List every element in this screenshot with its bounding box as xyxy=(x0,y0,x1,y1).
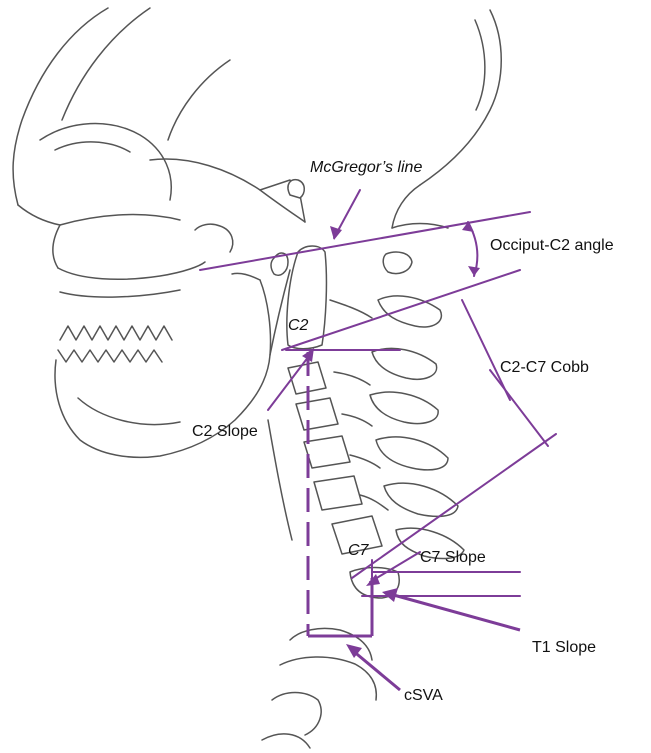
occiput-c2-arc-arrowhead-bottom xyxy=(468,266,480,276)
label-c2: C2 xyxy=(288,317,309,334)
t1-slope-arrow xyxy=(390,594,520,630)
label-c7: C7 xyxy=(348,542,370,559)
csva-arrow xyxy=(352,650,400,690)
label-t1-slope: T1 Slope xyxy=(532,639,596,656)
label-c2-slope: C2 Slope xyxy=(192,423,258,440)
label-csva: cSVA xyxy=(404,687,443,704)
vertebra-c6 xyxy=(314,476,362,510)
c2-c7-cobb-upper-perp xyxy=(462,300,510,400)
c2-c7-cobb-lower-perp xyxy=(490,370,548,446)
skull-outline xyxy=(13,8,501,457)
labels: McGregor’s line Occiput-C2 angle C2 C2-C… xyxy=(192,159,614,704)
mcgregor-line xyxy=(200,212,530,270)
label-c7-slope: C7 Slope xyxy=(420,549,486,566)
vertebra-c4 xyxy=(296,398,338,430)
label-mcgregor: McGregor’s line xyxy=(310,159,422,176)
label-occiput-c2-angle: Occiput-C2 angle xyxy=(490,237,614,254)
label-c2-c7-cobb: C2-C7 Cobb xyxy=(500,359,589,376)
vertebra-c5 xyxy=(304,436,350,468)
